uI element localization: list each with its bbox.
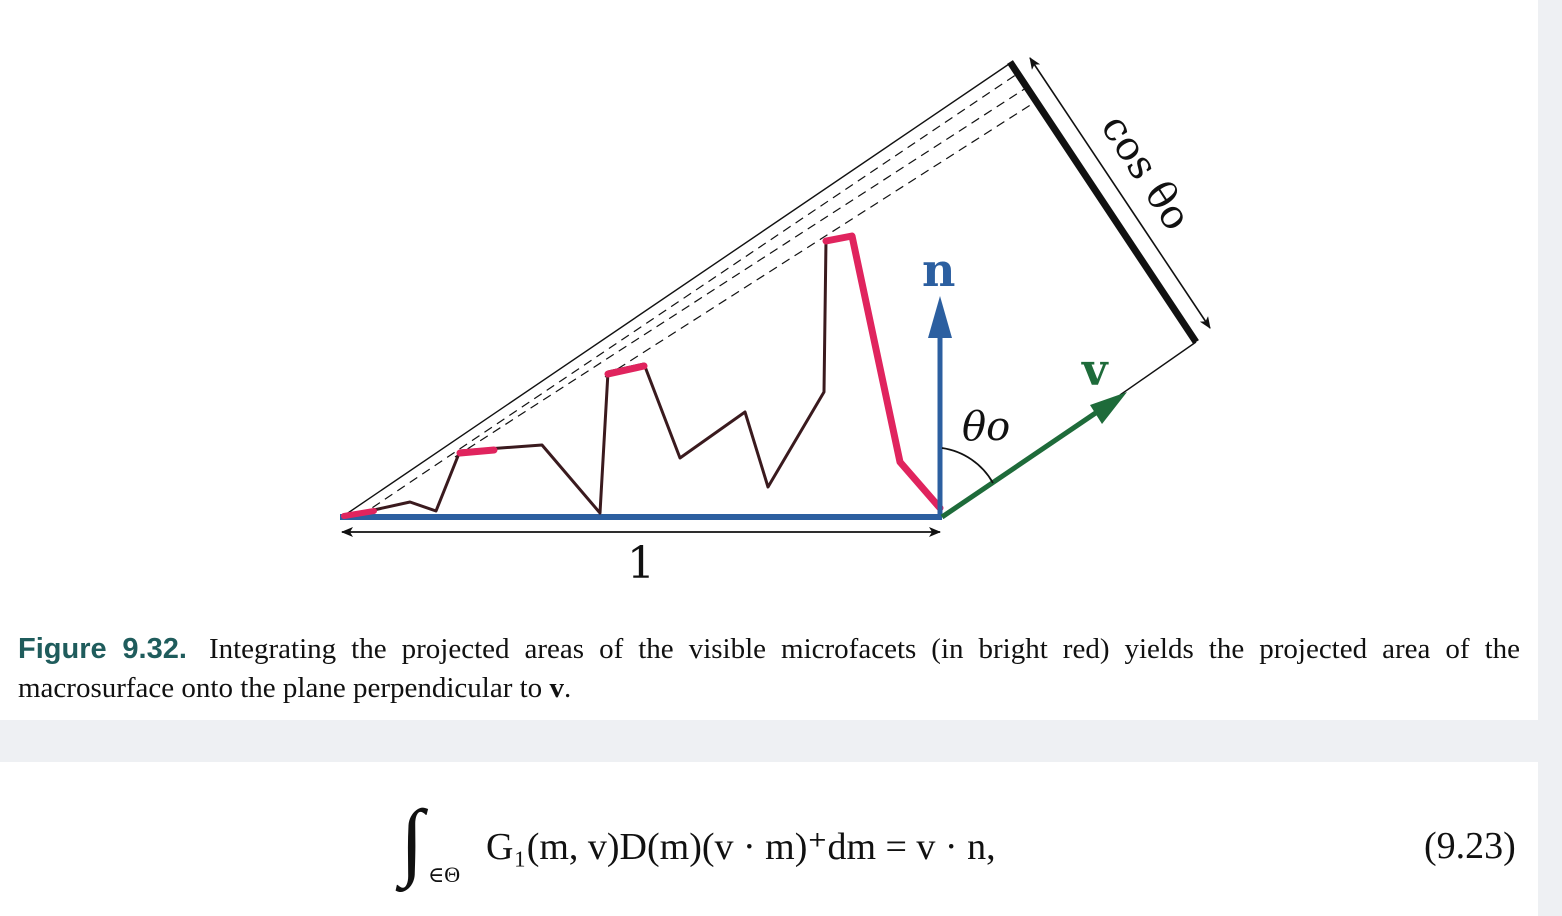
microfacet-figure: n v θo cos θo 1 bbox=[340, 57, 1211, 589]
theta-label: θo bbox=[962, 404, 1010, 450]
projection-line-v-extension bbox=[1119, 341, 1197, 396]
visible-microfacet-4 bbox=[822, 232, 944, 512]
projection-line-dashed-1 bbox=[359, 71, 1021, 517]
figure-caption: Figure 9.32.Integrating the projected ar… bbox=[18, 630, 1520, 708]
visible-microfacet-3 bbox=[604, 362, 648, 378]
integral-sign: ∫ bbox=[400, 792, 424, 888]
projection-line-outer bbox=[341, 61, 1013, 518]
caption-period: . bbox=[563, 672, 572, 704]
figure-card bbox=[0, 0, 1538, 720]
equation-card bbox=[0, 762, 1538, 916]
normal-arrowhead bbox=[928, 296, 952, 338]
cos-dimension-arrow bbox=[1029, 57, 1211, 329]
microsurface-profile bbox=[341, 233, 942, 519]
figure-number: Figure 9.32. bbox=[18, 633, 187, 665]
projection-line-dashed-3 bbox=[604, 103, 1033, 378]
view-arrowhead bbox=[1090, 392, 1127, 424]
caption-text: Integrating the projected areas of the v… bbox=[18, 633, 1521, 704]
normal-label: n bbox=[922, 243, 955, 297]
visible-microfacet-2 bbox=[456, 446, 498, 457]
equation-number: (9.23) bbox=[1424, 825, 1516, 867]
view-vector bbox=[940, 407, 1102, 520]
visible-microfacet-1 bbox=[341, 508, 377, 519]
integral-subscript: ∈Θ bbox=[428, 862, 461, 887]
caption-bold-v: v bbox=[549, 672, 564, 704]
theta-angle-arc bbox=[941, 447, 994, 484]
cos-theta-label: cos θo bbox=[1092, 106, 1200, 238]
projection-line-dashed-2 bbox=[454, 87, 1027, 458]
equation-expression: G₁(m, v)D(m)(v · m)⁺dm = v · n, bbox=[486, 826, 996, 868]
view-label: v bbox=[1081, 345, 1109, 396]
width-label: 1 bbox=[627, 538, 655, 589]
